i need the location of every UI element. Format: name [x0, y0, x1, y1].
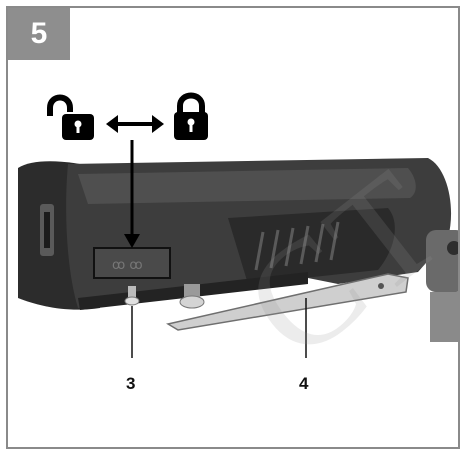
grip-panel	[228, 208, 395, 284]
double-arrow-head-left	[106, 115, 118, 133]
lock-button-head	[124, 296, 140, 306]
angle-grinder-photo: ꝏ ꝏ	[18, 92, 458, 358]
double-arrow-head-right	[152, 115, 164, 133]
gear-head-base	[430, 292, 458, 342]
secondary-button-head	[179, 295, 205, 309]
grip-ridges	[254, 221, 340, 271]
lever-pivot	[378, 283, 384, 289]
lock-symbol-embossed: ꝏ ꝏ	[112, 258, 143, 273]
unlocked-padlock-icon	[47, 94, 94, 140]
gear-head-bolt	[447, 241, 458, 255]
release-lever	[166, 273, 409, 331]
figure-frame: ꝏ ꝏ CT 5 3 4	[6, 6, 460, 449]
step-number-badge: 5	[8, 8, 70, 60]
end-cap-slot-inner	[44, 212, 50, 248]
callout-label-lock-button: 3	[126, 374, 136, 393]
locked-padlock-icon	[174, 92, 208, 140]
gear-head	[426, 230, 458, 292]
tool-body-highlight	[78, 168, 416, 204]
pointer-arrow-head	[124, 234, 140, 248]
callout-label-release-lever: 4	[299, 374, 309, 393]
lock-button-stem	[128, 286, 136, 300]
